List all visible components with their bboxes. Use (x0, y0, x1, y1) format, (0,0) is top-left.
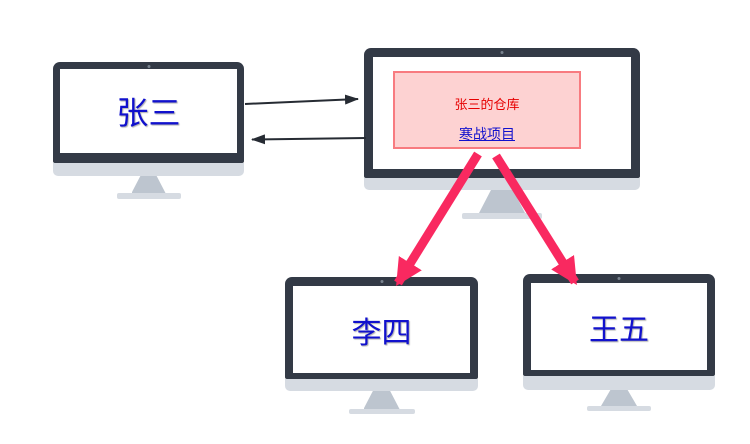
warehouse-box: 张三的仓库 寒战项目 (393, 71, 581, 149)
monitor-wangwu: 王五 (523, 274, 715, 411)
node-label-zhangsan: 张三 (116, 94, 181, 132)
monitor-chin (523, 376, 715, 390)
monitor-stand (363, 391, 400, 409)
node-label-lisi: 李四 (351, 315, 412, 351)
monitor-stand (479, 190, 525, 213)
monitor-bezel: 张三 (53, 62, 244, 163)
monitor-zhangsan: 张三 (53, 62, 244, 199)
monitor-base (587, 406, 651, 411)
monitor-bezel: 李四 (285, 277, 478, 379)
monitor-chin (364, 178, 640, 190)
monitor-screen: 张三的仓库 寒战项目 (373, 57, 631, 169)
monitor-stand (601, 390, 637, 406)
monitor-bezel: 张三的仓库 寒战项目 (364, 48, 640, 178)
node-label-wangwu: 王五 (589, 312, 649, 348)
edge-warehouse-to-zhangsan (251, 134, 367, 145)
camera-dot-icon (147, 65, 150, 68)
camera-dot-icon (617, 277, 621, 280)
monitor-screen: 李四 (293, 286, 470, 373)
edge-zhangsan-to-warehouse (244, 94, 359, 105)
monitor-base (462, 213, 542, 219)
monitor-screen: 王五 (531, 283, 707, 370)
monitor-warehouse: 张三的仓库 寒战项目 (364, 48, 640, 219)
monitor-chin (285, 379, 478, 391)
monitor-bezel: 王五 (523, 274, 715, 376)
warehouse-box-subtitle: 寒战项目 (459, 127, 515, 143)
monitor-base (116, 193, 181, 199)
warehouse-box-title: 张三的仓库 (454, 98, 520, 113)
monitor-lisi: 李四 (285, 277, 478, 414)
monitor-screen: 张三 (60, 69, 237, 153)
camera-dot-icon (380, 280, 383, 283)
camera-dot-icon (500, 51, 504, 54)
monitor-base (348, 409, 415, 414)
monitor-stand (131, 176, 166, 193)
monitor-chin (53, 163, 244, 176)
